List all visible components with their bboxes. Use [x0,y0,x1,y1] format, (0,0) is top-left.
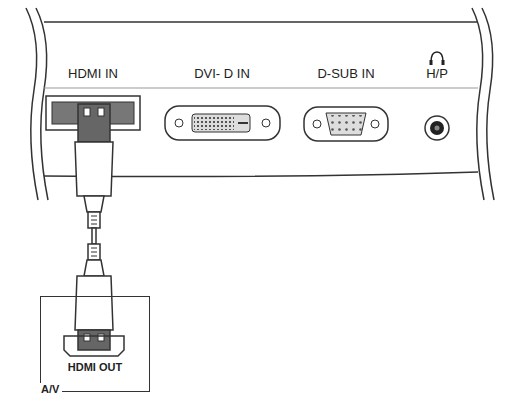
hdmi-out-port [64,336,124,356]
panel-outline [26,8,494,200]
port-label: DVI- D IN [194,66,250,81]
port-label: H/P [426,66,448,81]
divider-line [44,88,478,89]
source-device-box: HDMI OUT A/V [40,296,150,392]
headphone-jack [425,116,449,140]
port-label: D-SUB IN [317,66,374,81]
port-label: HDMI IN [68,66,118,81]
headphone-symbol [430,52,445,65]
port-name: HDMI OUT [41,361,149,373]
hdmi-cable [75,104,113,350]
dvi-port [165,106,280,140]
device-label: A/V [38,383,62,395]
dsub-port [304,107,388,141]
